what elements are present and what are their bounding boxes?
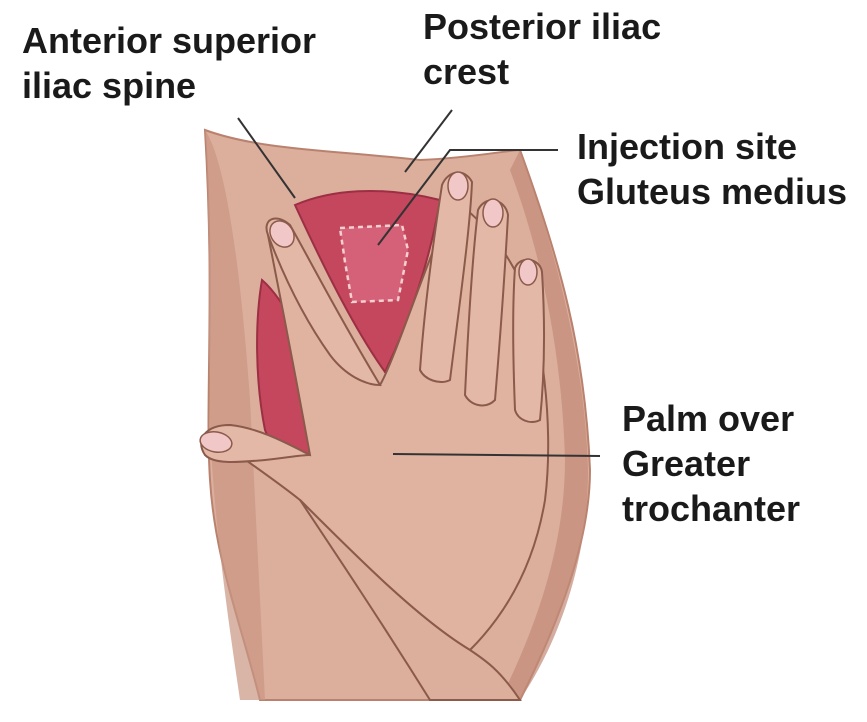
label-pic-line1: Posterior iliac <box>423 4 661 49</box>
label-posterior-iliac-crest: Posterior iliac crest <box>423 4 661 94</box>
label-palm-line1: Palm over <box>622 396 800 441</box>
label-injection-site: Injection site Gluteus medius <box>577 124 847 214</box>
ring-fingernail <box>483 199 503 227</box>
label-palm-line2: Greater <box>622 441 800 486</box>
middle-fingernail <box>448 172 468 200</box>
label-injection-line1: Injection site <box>577 124 847 169</box>
label-asis-line1: Anterior superior <box>22 18 316 63</box>
label-asis-line2: iliac spine <box>22 63 316 108</box>
label-injection-line2: Gluteus medius <box>577 169 847 214</box>
label-pic-line2: crest <box>423 49 661 94</box>
label-anterior-superior-iliac-spine: Anterior superior iliac spine <box>22 18 316 108</box>
little-fingernail <box>519 259 537 285</box>
injection-site-marker <box>340 225 408 302</box>
label-palm-over-greater-trochanter: Palm over Greater trochanter <box>622 396 800 531</box>
label-palm-line3: trochanter <box>622 486 800 531</box>
